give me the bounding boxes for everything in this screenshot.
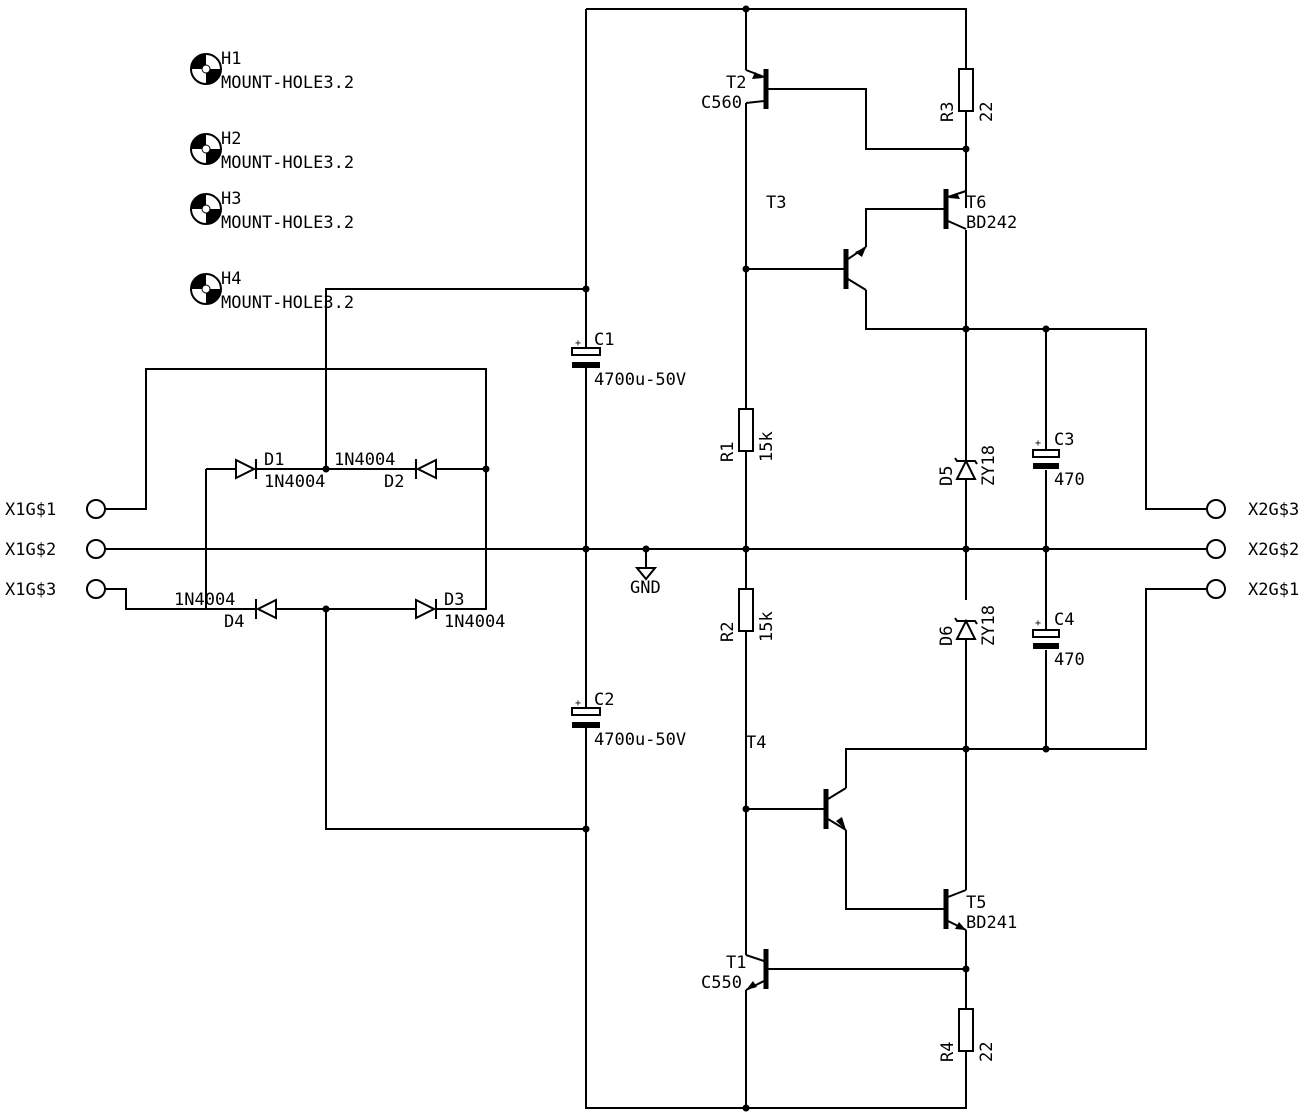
- t3-ref: T3: [766, 193, 786, 213]
- x2g2-label: X2G$2: [1248, 540, 1299, 560]
- capacitor-c2: [571, 700, 601, 732]
- c2-value: 4700u-50V: [594, 730, 686, 750]
- pad-x1g3: [86, 579, 106, 599]
- transistor-t5: [943, 889, 967, 931]
- r3-value: 22: [977, 102, 997, 122]
- h2-ref: H2: [221, 129, 241, 149]
- t5-ref: T5: [966, 893, 986, 913]
- x1g2-label: X1G$2: [5, 540, 56, 560]
- t2-value: C560: [701, 93, 742, 113]
- h1-ref: H1: [221, 49, 241, 69]
- d4-value: 1N4004: [174, 590, 235, 610]
- t2-ref: T2: [726, 73, 746, 93]
- capacitor-c3: [1032, 449, 1060, 469]
- mount-hole-h4: [190, 273, 222, 305]
- t6-value: BD242: [966, 213, 1017, 233]
- pad-x2g1: [1206, 579, 1226, 599]
- r4-value: 22: [977, 1042, 997, 1062]
- junction-dots: [322, 5, 1050, 1112]
- r1-ref: R1: [718, 442, 738, 462]
- resistor-r3: [958, 68, 974, 112]
- wires: [106, 8, 1206, 1109]
- x1g3-label: X1G$3: [5, 580, 56, 600]
- d2-value: 1N4004: [334, 450, 395, 470]
- capacitor-c4: [1032, 629, 1060, 649]
- t6-ref: T6: [966, 193, 986, 213]
- c3-plus: +: [1035, 438, 1041, 449]
- resistor-r1: [738, 408, 754, 452]
- resistor-r4: [958, 1008, 974, 1052]
- c1-ref: C1: [594, 330, 614, 350]
- h1-value: MOUNT-HOLE3.2: [221, 73, 354, 93]
- x1g1-label: X1G$1: [5, 500, 56, 520]
- pad-x1g1: [86, 499, 106, 519]
- d3-ref: D3: [444, 590, 464, 610]
- mount-hole-h3: [190, 193, 222, 225]
- c1-plus: +: [575, 338, 581, 349]
- t1-value: C550: [701, 973, 742, 993]
- c4-plus: +: [1035, 618, 1041, 629]
- pad-x1g2: [86, 539, 106, 559]
- d2-ref: D2: [384, 472, 404, 492]
- x2g3-label: X2G$3: [1248, 500, 1299, 520]
- d3-value: 1N4004: [444, 612, 505, 632]
- mount-hole-h2: [190, 133, 222, 165]
- d5-value: ZY18: [979, 445, 999, 486]
- resistor-r2: [738, 588, 754, 632]
- c4-value: 470: [1054, 650, 1085, 670]
- transistor-t6: [943, 189, 967, 230]
- c2-plus: +: [575, 698, 581, 709]
- pad-x2g3: [1206, 499, 1226, 519]
- gnd-symbol: [634, 567, 658, 581]
- d1-value: 1N4004: [264, 472, 325, 492]
- r2-ref: R2: [718, 622, 738, 642]
- h4-value: MOUNT-HOLE3.2: [221, 293, 354, 313]
- gnd-label: GND: [630, 578, 661, 598]
- c3-ref: C3: [1054, 430, 1074, 450]
- d1-ref: D1: [264, 450, 284, 470]
- h4-ref: H4: [221, 269, 241, 289]
- capacitor-c1: [571, 340, 601, 372]
- t5-value: BD241: [966, 913, 1017, 933]
- c4-ref: C4: [1054, 610, 1074, 630]
- r1-value: 15k: [757, 431, 777, 462]
- d5-ref: D5: [937, 466, 957, 486]
- c2-ref: C2: [594, 690, 614, 710]
- zener-d6: [954, 617, 978, 640]
- h3-ref: H3: [221, 189, 241, 209]
- d4-ref: D4: [224, 612, 244, 632]
- d6-value: ZY18: [979, 605, 999, 646]
- transistor-t2: [745, 69, 769, 109]
- pad-x2g2: [1206, 539, 1226, 559]
- r3-ref: R3: [938, 102, 958, 122]
- connector-pads: [86, 499, 1226, 599]
- diode-d1: [235, 458, 257, 480]
- h3-value: MOUNT-HOLE3.2: [221, 213, 354, 233]
- r2-value: 15k: [757, 611, 777, 642]
- r4-ref: R4: [938, 1042, 958, 1062]
- zener-d5: [954, 457, 978, 480]
- t1-ref: T1: [726, 953, 746, 973]
- x2g1-label: X2G$1: [1248, 580, 1299, 600]
- d6-ref: D6: [937, 626, 957, 646]
- transistor-t4: [823, 787, 847, 831]
- h2-value: MOUNT-HOLE3.2: [221, 153, 354, 173]
- diode-d3: [415, 598, 437, 620]
- diode-d2: [415, 458, 437, 480]
- t4-ref: T4: [746, 733, 766, 753]
- transistor-t3: [843, 246, 867, 291]
- mount-hole-h1: [190, 53, 222, 85]
- transistor-t1: [745, 949, 769, 991]
- diode-d4: [255, 598, 277, 620]
- c1-value: 4700u-50V: [594, 370, 686, 390]
- c3-value: 470: [1054, 470, 1085, 490]
